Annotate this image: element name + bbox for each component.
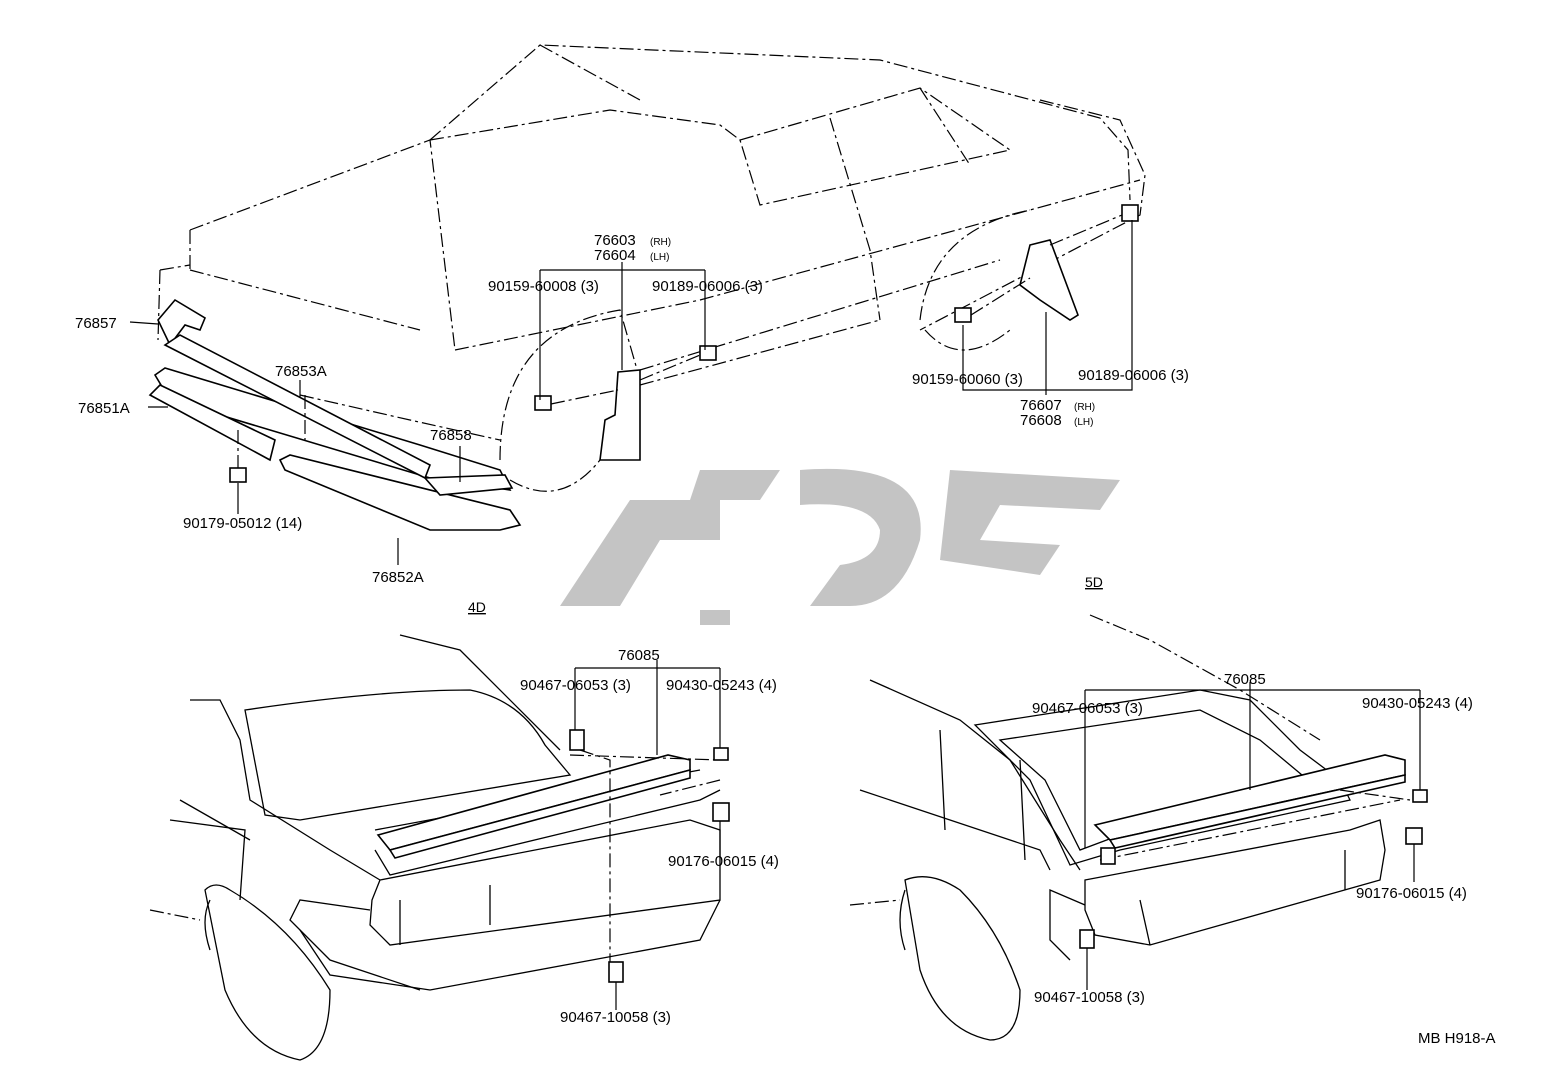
label-76608: 76608 — [1020, 412, 1062, 429]
front-car-outline — [157, 44, 1146, 492]
labels-5d: 76085 90467-06053 (3) 90430-05243 (4) 90… — [1032, 671, 1473, 1006]
front-bumper-assembly — [148, 298, 522, 531]
labels-top: 76857 76853A 76851A 90179-05012 (14) 768… — [75, 232, 1189, 586]
drawing-code: MB H918-A — [1418, 1030, 1496, 1047]
nut-90430-05243-5d — [1412, 789, 1428, 803]
mud-guard-front — [534, 345, 717, 461]
nut-90430-05243-4d — [713, 747, 729, 761]
label-76858: 76858 — [430, 427, 472, 444]
rear-5d-car-outline — [849, 614, 1386, 1041]
mud-guard-rear — [954, 204, 1139, 323]
bolt-90467-06053-5d — [1100, 847, 1116, 865]
rear-4d-car-outline — [149, 634, 721, 1061]
labels-4d: 76085 90467-06053 (3) 90430-05243 (4) 90… — [520, 647, 779, 1026]
label-90189-06006-front: 90189-06006 (3) — [652, 278, 763, 295]
label-76604-lh: (LH) — [650, 252, 669, 263]
screw-90159-rear — [954, 307, 972, 323]
label-76607: 76607 — [1020, 397, 1062, 414]
spoiler-4d — [376, 729, 730, 983]
leader-lines-4d — [574, 660, 721, 1010]
front-bumper-reinforcement — [163, 334, 432, 480]
label-76852A: 76852A — [372, 569, 424, 586]
bolt-90467-10058-5d — [1079, 929, 1095, 949]
nut-90189-front — [699, 345, 717, 361]
bumper-end-right — [423, 474, 514, 496]
label-90467-06053-5d: 90467-06053 (3) — [1032, 700, 1143, 717]
label-76085-5d: 76085 — [1224, 671, 1266, 688]
label-76607-rh: (RH) — [1074, 402, 1095, 413]
label-90176-06015-5d: 90176-06015 (4) — [1356, 885, 1467, 902]
label-76603-rh: (RH) — [650, 237, 671, 248]
view-title-5d: 5D — [1085, 574, 1103, 590]
clip-90179 — [229, 467, 247, 483]
bolt-90467-06053-4d — [569, 729, 585, 751]
label-90159-60060: 90159-60060 (3) — [912, 371, 1023, 388]
screw-90159-front — [534, 395, 552, 411]
label-76085-4d: 76085 — [618, 647, 660, 664]
watermark-logo — [560, 468, 1120, 625]
label-90430-05243-4d: 90430-05243 (4) — [666, 677, 777, 694]
label-90176-06015-4d: 90176-06015 (4) — [668, 853, 779, 870]
view-title-4d: 4D — [468, 599, 486, 615]
label-90159-60008: 90159-60008 (3) — [488, 278, 599, 295]
label-76853A: 76853A — [275, 363, 327, 380]
leader-lines-top — [129, 220, 1133, 565]
nut-90189-rear — [1121, 204, 1139, 222]
bolt-90467-10058-4d — [608, 961, 624, 983]
label-76608-lh: (LH) — [1074, 417, 1093, 428]
label-90430-05243-5d: 90430-05243 (4) — [1362, 695, 1473, 712]
label-76604: 76604 — [594, 247, 636, 264]
bumper-cover-left — [148, 384, 276, 462]
spoiler-5d — [1079, 754, 1428, 949]
grommet-90176-06015-5d — [1405, 827, 1423, 845]
label-76603: 76603 — [594, 232, 636, 249]
bumper-cover-right — [278, 454, 522, 531]
leader-lines-5d — [1084, 682, 1421, 990]
label-90467-10058-5d: 90467-10058 (3) — [1034, 989, 1145, 1006]
label-90189-06006-rear: 90189-06006 (3) — [1078, 367, 1189, 384]
label-90467-10058-4d: 90467-10058 (3) — [560, 1009, 671, 1026]
label-76851A: 76851A — [78, 400, 130, 417]
label-76857: 76857 — [75, 315, 117, 332]
grommet-90176-06015-4d — [712, 802, 730, 822]
label-90179-05012: 90179-05012 (14) — [183, 515, 302, 532]
label-90467-06053-4d: 90467-06053 (3) — [520, 677, 631, 694]
